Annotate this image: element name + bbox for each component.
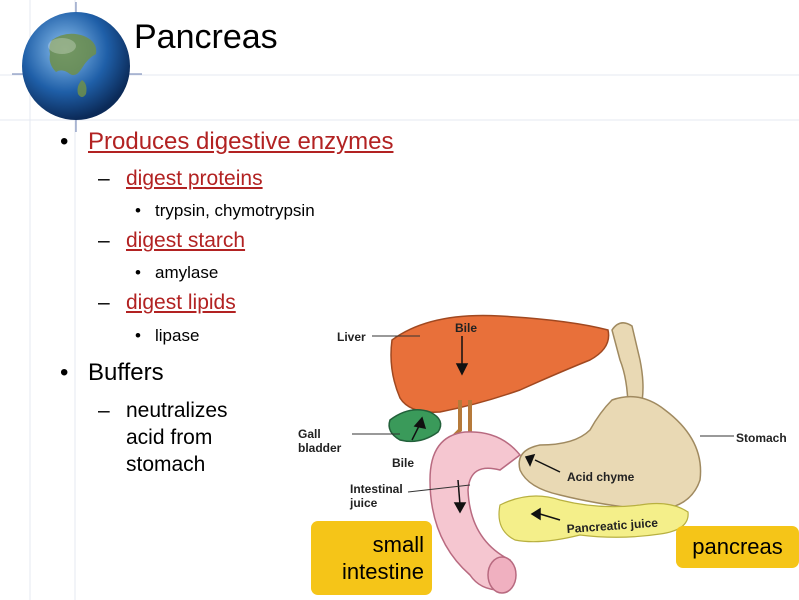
slide-title: Pancreas bbox=[134, 18, 278, 56]
bullet-dot: • bbox=[135, 201, 141, 220]
neutralizes-line-2: acid from bbox=[126, 426, 213, 449]
esophagus bbox=[611, 322, 644, 411]
label-bile-mid: Bile bbox=[392, 456, 414, 470]
bullet-dash: – bbox=[98, 399, 110, 422]
liver bbox=[390, 314, 610, 413]
label-juice: juice bbox=[349, 496, 378, 510]
bullet-proteins-enzymes: • trypsin, chymotrypsin bbox=[135, 201, 315, 221]
bullet-dash: – bbox=[98, 229, 110, 252]
callout-pancreas: pancreas bbox=[676, 526, 799, 568]
bullet-digest-proteins: –digest proteins bbox=[98, 167, 263, 191]
label-bile-top: Bile bbox=[455, 321, 477, 335]
label-intestinal: Intestinal bbox=[350, 482, 403, 496]
bullet-dot: • bbox=[60, 128, 69, 155]
neutralizes-line-1: neutralizes bbox=[126, 399, 228, 422]
callout-small-intestine-line-2: intestine bbox=[342, 559, 424, 584]
label-stomach: Stomach bbox=[736, 431, 787, 445]
digest-lipids-link[interactable]: digest lipids bbox=[126, 291, 236, 314]
proteins-enzymes-text: trypsin, chymotrypsin bbox=[155, 201, 315, 220]
label-acid-chyme: Acid chyme bbox=[567, 470, 635, 484]
bullet-starch-enzymes: • amylase bbox=[135, 263, 218, 283]
digest-proteins-link[interactable]: digest proteins bbox=[126, 167, 263, 190]
starch-enzymes-text: amylase bbox=[155, 263, 219, 282]
label-bladder: bladder bbox=[298, 441, 342, 455]
produces-enzymes-link[interactable]: Produces digestive enzymes bbox=[88, 128, 394, 155]
bullet-dot: • bbox=[60, 359, 69, 386]
bullet-digest-lipids: –digest lipids bbox=[98, 291, 236, 315]
digestive-organs-diagram: Liver Bile Gall bladder Bile Stomach Aci… bbox=[298, 314, 787, 594]
bullet-dot: • bbox=[135, 326, 141, 345]
small-intestine bbox=[429, 431, 522, 591]
globe-icon bbox=[12, 2, 142, 132]
stomach bbox=[518, 395, 702, 511]
bullet-neutralizes: – neutralizes acid from stomach bbox=[98, 397, 228, 478]
bullet-dash: – bbox=[98, 291, 110, 314]
digest-starch-link[interactable]: digest starch bbox=[126, 229, 246, 252]
bullet-dot: • bbox=[135, 263, 141, 282]
bullet-buffers: • Buffers bbox=[60, 359, 164, 387]
bullet-produces-enzymes: • Produces digestive enzymes bbox=[60, 128, 393, 156]
label-pancreatic-juice: Pancreatic juice bbox=[566, 516, 658, 536]
callout-small-intestine: small intestine bbox=[311, 521, 432, 595]
bullet-lipids-enzymes: • lipase bbox=[135, 326, 199, 346]
bullet-dash: – bbox=[98, 167, 110, 190]
lipids-enzymes-text: lipase bbox=[155, 326, 200, 345]
label-liver: Liver bbox=[337, 330, 366, 344]
bullet-digest-starch: –digest starch bbox=[98, 229, 245, 253]
neutralizes-line-3: stomach bbox=[126, 453, 206, 476]
label-gall: Gall bbox=[298, 427, 321, 441]
buffers-text: Buffers bbox=[88, 359, 164, 386]
callout-small-intestine-line-1: small bbox=[372, 532, 424, 557]
